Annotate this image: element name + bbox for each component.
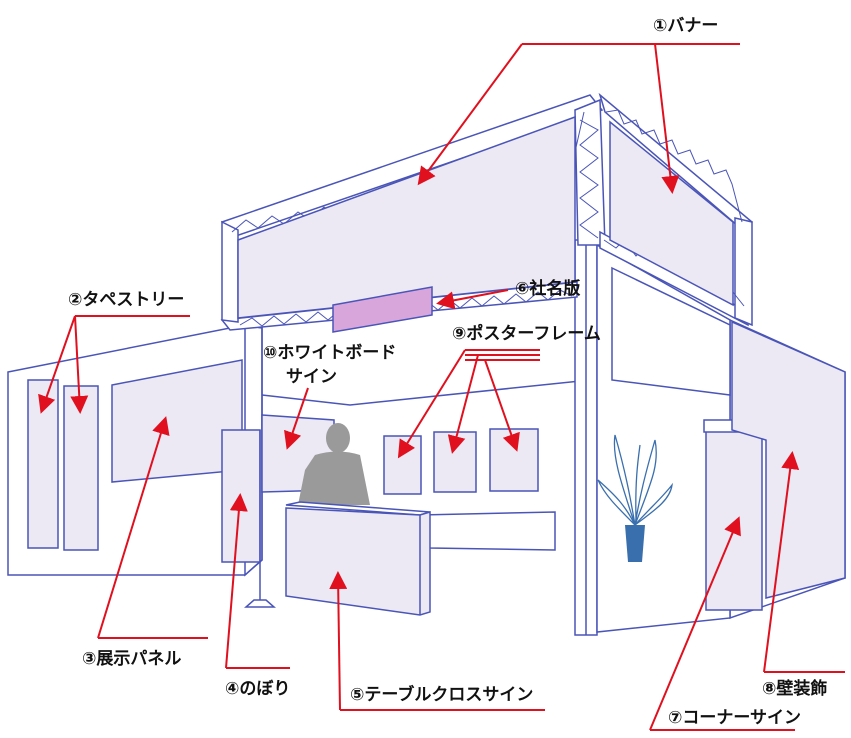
label-tapestry: ②タペストリー: [68, 290, 184, 310]
tapestry-arrow-right: [70, 315, 89, 414]
truss-zigzag-corner: [579, 119, 599, 239]
right-wall-upper-panel: [611, 266, 731, 396]
truss-corner: [574, 98, 606, 246]
tapestry-arrow-left: [38, 315, 76, 414]
label-whiteboard-line1: ⑩ホワイトボード: [263, 343, 396, 363]
plant-pot: [597, 434, 673, 562]
label-corner-sign: ⑦コーナーサイン: [668, 708, 801, 728]
truss-right-end: [734, 217, 753, 327]
display-panel-arrow: [97, 416, 170, 639]
corner-sign-panel: [705, 424, 763, 611]
poster-arrow-2: [447, 354, 479, 454]
label-wall-decoration: ⑧壁装飾: [762, 678, 827, 699]
label-nobori: ④のぼり: [225, 679, 290, 699]
label-tablecloth-sign: ⑤テーブルクロスサイン: [350, 684, 533, 705]
banner-arrow-right: [654, 43, 680, 194]
back-wall-top-edge: [261, 379, 591, 406]
banner-panels: [237, 115, 734, 319]
label-whiteboard-line2: サイン: [286, 367, 337, 387]
truss-zigzag-right: [605, 109, 743, 223]
poster-frame-1: [383, 435, 422, 495]
company-sign-arrow: [436, 289, 509, 310]
nobori-arrow: [225, 493, 248, 669]
banner-front: [237, 115, 576, 319]
tablecloth-arrow: [329, 571, 348, 711]
poster-frame-3: [489, 428, 539, 492]
banner-right: [609, 120, 734, 307]
company-sign-board: [332, 286, 433, 333]
banner-arrow-front: [417, 43, 523, 186]
nobori-cloth: [221, 429, 261, 563]
tapestry-right: [63, 385, 99, 551]
reception-counter: [285, 501, 431, 616]
label-display-panel: ③展示パネル: [82, 649, 181, 669]
person-silhouette: [298, 423, 370, 505]
truss-front-left: [221, 220, 239, 323]
label-poster-frame: ⑨ポスターフレーム: [452, 323, 601, 344]
callouts: [38, 43, 845, 731]
poster-arrow-3: [484, 359, 520, 452]
whiteboard-arrow: [284, 387, 309, 450]
poster-frames: [383, 428, 539, 495]
label-banner: ①バナー: [653, 16, 718, 36]
back-shelf: [418, 511, 556, 551]
label-company-sign: ⑥社名版: [515, 278, 580, 299]
labels: ①バナー ②タペストリー ⑥社名版 ⑨ポスターフレーム ⑩ホワイトボード サイン…: [68, 16, 827, 728]
wall-arrow: [763, 451, 800, 673]
counter-front: [285, 507, 431, 616]
poster-arrow-1: [397, 349, 466, 459]
corner-sign-arrow: [649, 516, 741, 731]
